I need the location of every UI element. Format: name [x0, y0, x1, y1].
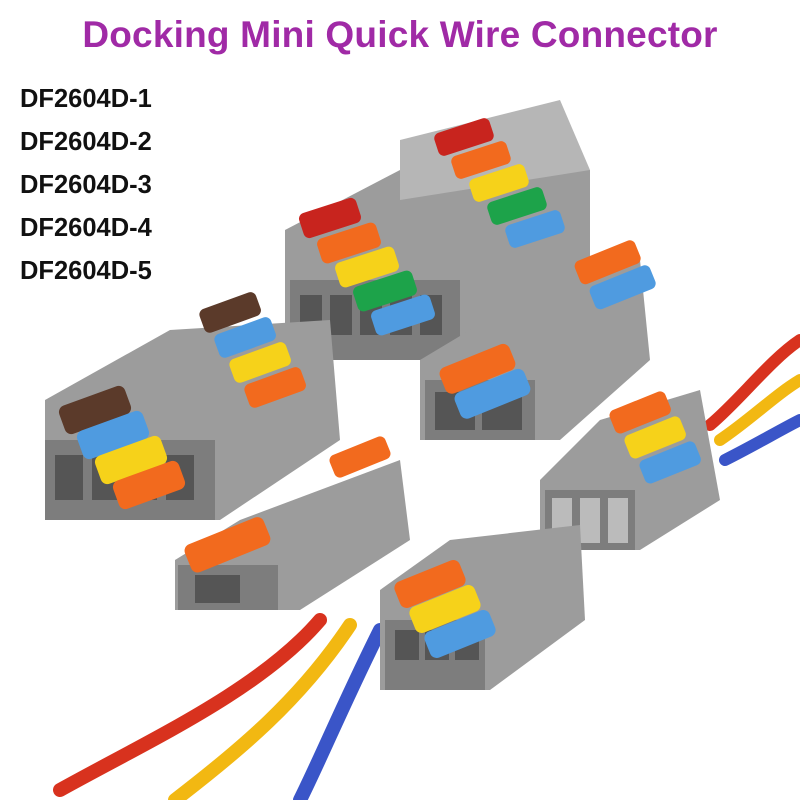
connector-3-way-female: [380, 525, 585, 690]
model-item: DF2604D-2: [20, 128, 152, 156]
model-item: DF2604D-1: [20, 85, 152, 113]
model-list: DF2604D-1 DF2604D-2 DF2604D-3 DF2604D-4 …: [20, 78, 152, 293]
wires: [53, 334, 800, 800]
connector-4-way: [45, 292, 340, 520]
model-item: DF2604D-3: [20, 171, 152, 199]
connector-2-way: [420, 240, 656, 440]
product-title: Docking Mini Quick Wire Connector: [82, 14, 718, 55]
model-item: DF2604D-5: [20, 257, 152, 285]
connector-3-way-male: [540, 390, 720, 550]
model-item: DF2604D-4: [20, 214, 152, 242]
connector-1-way: [175, 436, 410, 610]
